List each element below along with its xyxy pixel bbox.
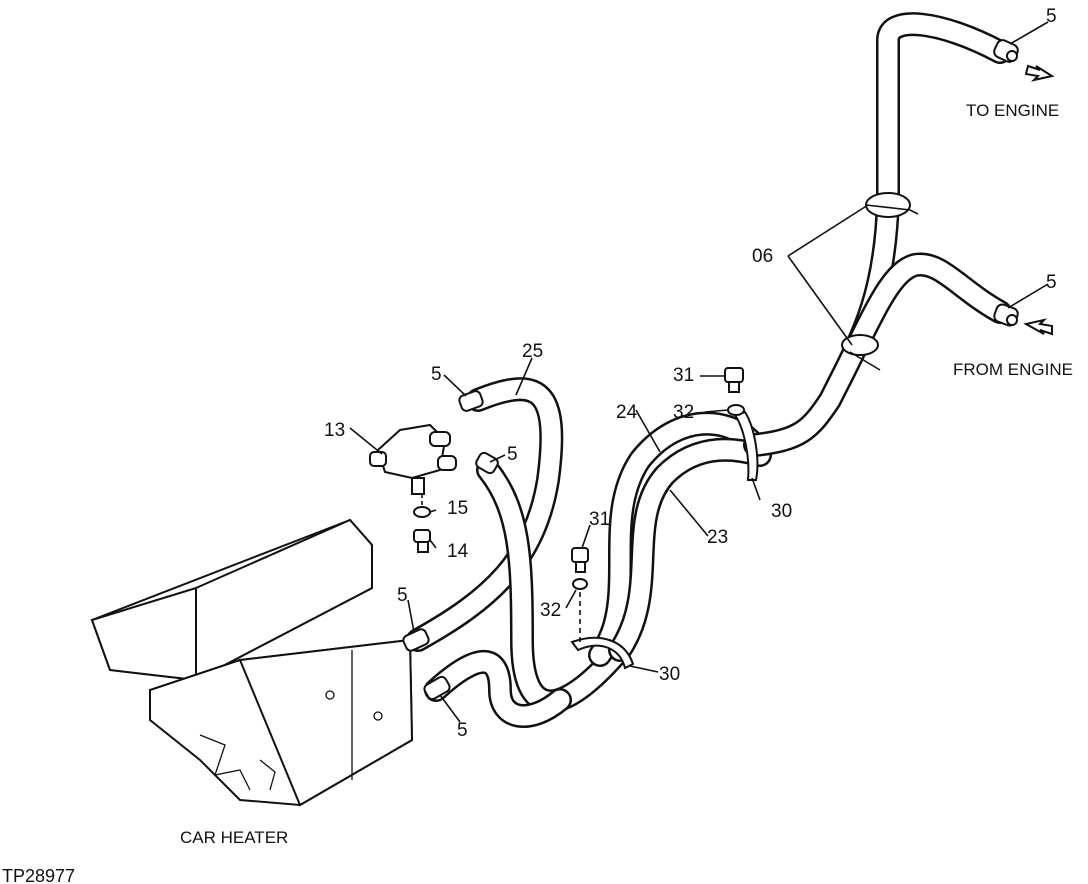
clamp-30-lower: [570, 636, 635, 670]
washer-32-mid: [572, 578, 588, 590]
callout-06: 06: [752, 246, 773, 267]
callout-5-lower-left: 5: [397, 585, 408, 606]
to-engine-label: TO ENGINE: [966, 101, 1059, 120]
clamp-06-upper: [865, 192, 919, 218]
car-heater-label: CAR HEATER: [180, 828, 288, 847]
heater-valve-13: [369, 423, 457, 495]
car-heater-unit: [90, 518, 414, 807]
hose-return: [424, 458, 632, 728]
callout-23: 23: [707, 527, 728, 548]
bolt-31-mid: [571, 547, 589, 573]
washer-15: [413, 506, 431, 518]
callout-30-bottom: 30: [659, 664, 680, 685]
callout-5-top: 5: [1046, 6, 1057, 27]
hose-clamp-valve-right: [475, 451, 499, 475]
to-engine-arrow: [1024, 64, 1055, 82]
hose-fitting-mid-right: [993, 303, 1019, 327]
callout-5-valve-right: 5: [507, 444, 518, 465]
clamp-06-lower: [841, 334, 881, 371]
bolt-31-upper: [724, 367, 744, 393]
callout-31-mid: 31: [589, 509, 610, 530]
hose-fitting-top-right: [993, 39, 1019, 63]
callout-13: 13: [324, 420, 345, 441]
hose-24: [588, 411, 762, 667]
clamp-30-upper: [733, 410, 759, 481]
callout-24: 24: [616, 402, 638, 423]
leader-lines: [349, 21, 1049, 723]
callout-25: 25: [522, 341, 543, 362]
callout-5-valve-top: 5: [431, 364, 442, 385]
callout-15: 15: [447, 498, 468, 519]
callout-30-top: 30: [771, 501, 792, 522]
from-engine-arrow: [1023, 318, 1053, 336]
hose-23: [608, 437, 772, 662]
from-engine-label: FROM ENGINE: [953, 360, 1073, 379]
callout-31-top: 31: [673, 365, 694, 386]
callout-14: 14: [447, 541, 469, 562]
callout-5-bottom: 5: [457, 720, 468, 741]
hose-25: [406, 377, 564, 652]
hose-clamp-heater-upper: [402, 628, 430, 652]
engine-supply-line: [743, 12, 1012, 457]
callout-32-top: 32: [673, 402, 694, 423]
callout-32-mid: 32: [540, 600, 561, 621]
washer-32-upper: [727, 404, 745, 416]
screw-14: [413, 529, 431, 553]
hose-clamp-heater-lower: [423, 675, 451, 701]
engine-return-line: [848, 252, 1012, 352]
callout-5-mid: 5: [1046, 272, 1057, 293]
figure-id: TP28977: [2, 866, 75, 884]
